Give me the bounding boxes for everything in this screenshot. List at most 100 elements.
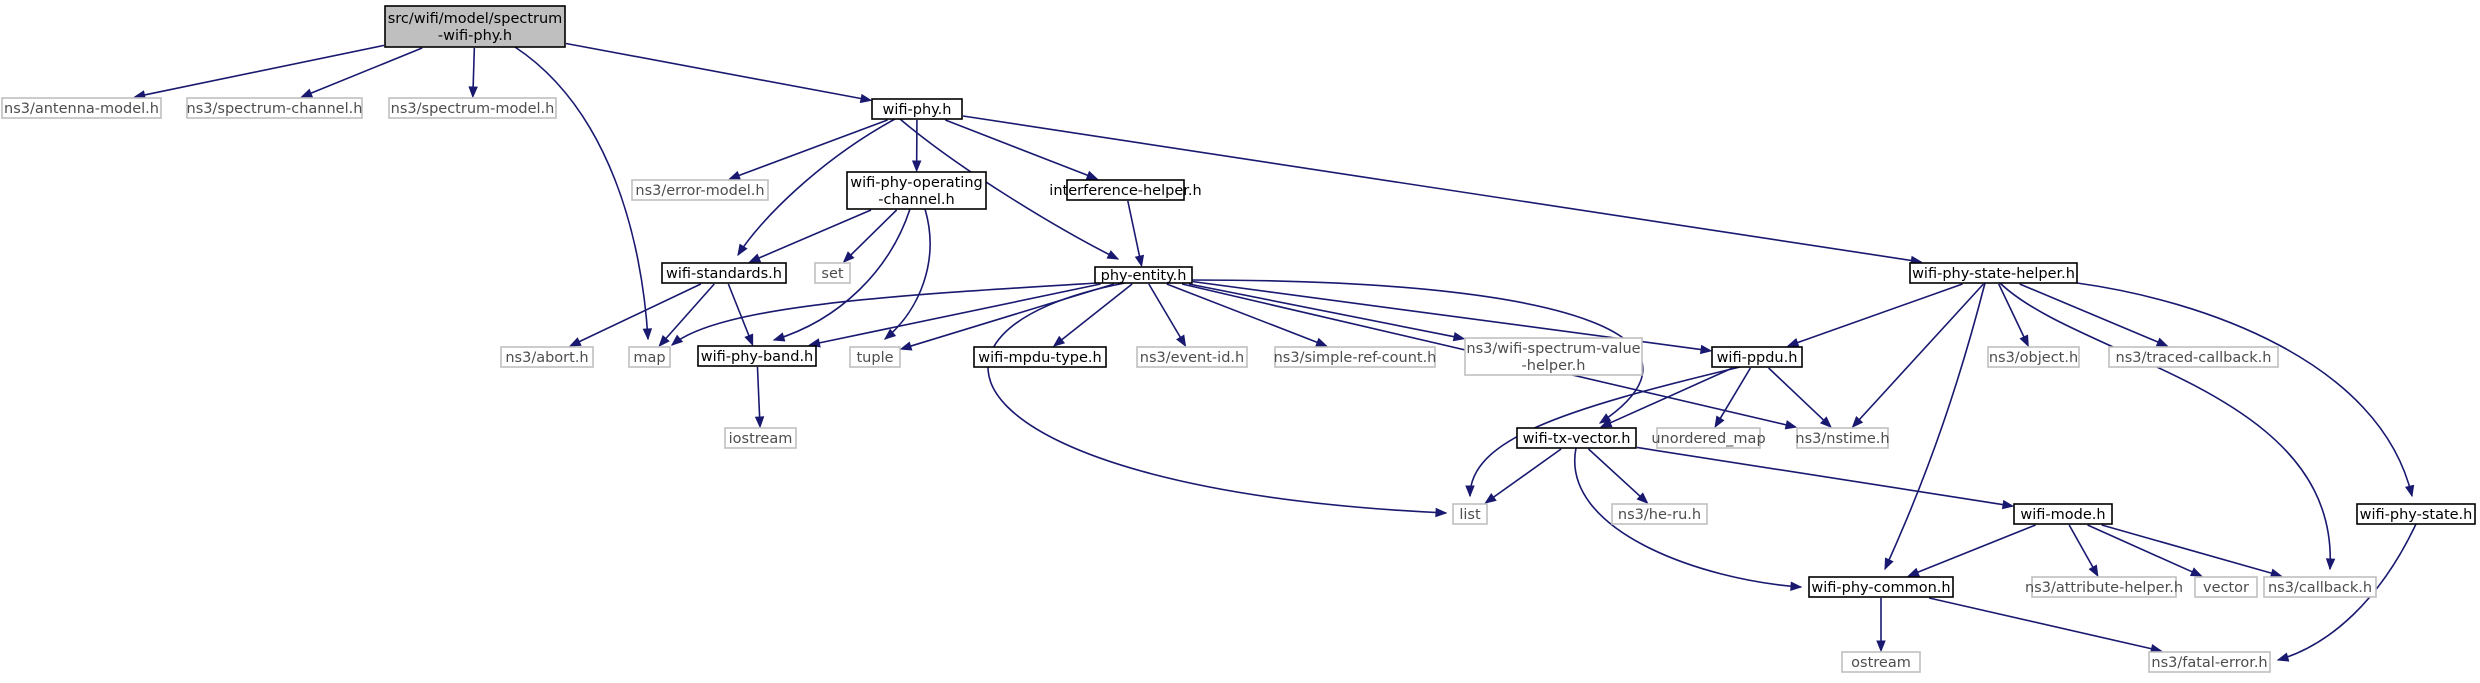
edge-arrowhead: [1134, 254, 1145, 268]
node-label: wifi-phy-band.h: [701, 349, 814, 365]
node-label: map: [633, 350, 665, 366]
edge-line: [2087, 524, 2194, 574]
node-label: src/wifi/model/spectrum: [388, 11, 563, 27]
node-mpduType[interactable]: wifi-mpdu-type.h: [973, 346, 1107, 368]
node-abort: ns3/abort.h: [500, 346, 594, 368]
edge-arrowhead: [1714, 415, 1725, 429]
node-box: [697, 345, 817, 367]
edge-line: [664, 283, 715, 340]
edge-line: [962, 115, 1913, 262]
node-label: ns3/nstime.h: [1795, 431, 1889, 447]
node-label: -channel.h: [878, 192, 954, 208]
node-box: [724, 427, 797, 449]
node-spectrumChannel: ns3/spectrum-channel.h: [186, 97, 363, 119]
node-label: iostream: [729, 431, 793, 447]
node-label: ns3/attribute-helper.h: [2025, 580, 2183, 596]
node-box: [1611, 503, 1708, 525]
edge-line: [737, 118, 896, 256]
edge-phyEntity-to-spectrumValue: [1188, 283, 1466, 342]
edge-line: [309, 47, 423, 95]
edge-line: [1636, 446, 2005, 506]
node-wifiMode[interactable]: wifi-mode.h: [2013, 503, 2113, 525]
node-label: -helper.h: [1522, 358, 1586, 374]
node-spectrumValue: ns3/wifi-spectrum-value-helper.h: [1464, 337, 1643, 376]
node-label: ns3/error-model.h: [635, 183, 764, 199]
edge-line: [2068, 524, 2095, 569]
node-label: phy-entity.h: [1101, 268, 1187, 284]
edge-opChannel-to-tuple: [883, 208, 931, 340]
node-opChannel[interactable]: wifi-phy-operating-channel.h: [846, 171, 987, 210]
node-label: ns3/simple-ref-count.h: [1274, 350, 1437, 366]
edge-line: [884, 208, 931, 340]
node-antenna: ns3/antenna-model.h: [1, 97, 162, 119]
node-box: [186, 97, 363, 119]
node-label: wifi-mode.h: [2020, 507, 2105, 523]
node-label: wifi-mpdu-type.h: [978, 350, 1101, 366]
edge-arrowhead: [1085, 170, 1099, 180]
edge-wifiPhy-to-opChannel: [911, 119, 922, 173]
edge-arrowhead: [2325, 558, 2336, 571]
node-label: list: [1459, 507, 1481, 523]
node-root[interactable]: src/wifi/model/spectrum-wifi-phy.h: [384, 5, 566, 48]
nodes-layer: src/wifi/model/spectrum-wifi-phy.h ns3/an…: [1, 5, 2476, 673]
node-label: tuple: [856, 350, 893, 366]
node-box: [1711, 346, 1803, 368]
node-phyEntity[interactable]: phy-entity.h: [1094, 266, 1193, 284]
edge-line: [1796, 283, 1963, 344]
edge-stateHelper-to-nstime: [1851, 283, 1985, 428]
node-phyCommon[interactable]: wifi-phy-common.h: [1808, 576, 1954, 598]
node-list: list: [1452, 503, 1488, 525]
node-box: [1841, 651, 1921, 673]
node-interference[interactable]: interference-helper.h: [1049, 179, 1202, 201]
edge-line: [1884, 282, 1986, 570]
edge-stateHelper-to-object: [1998, 283, 2029, 348]
edge-arrowhead: [748, 253, 762, 263]
node-ostream: ostream: [1841, 651, 1921, 673]
edge-phyEntity-to-phyBand: [808, 283, 1101, 348]
edge-arrowhead: [2155, 337, 2169, 347]
node-vector: vector: [2194, 576, 2258, 598]
node-heRu: ns3/he-ru.h: [1611, 503, 1708, 525]
node-box: [1274, 346, 1436, 368]
node-ppdu[interactable]: wifi-ppdu.h: [1711, 346, 1803, 368]
edge-arrowhead: [772, 332, 786, 342]
edge-line: [1719, 367, 1752, 420]
edge-arrowhead: [883, 328, 897, 340]
edge-opChannel-to-standards: [748, 209, 872, 263]
node-txVector[interactable]: wifi-tx-vector.h: [1516, 427, 1637, 449]
edge-line: [472, 47, 476, 89]
edge-arrowhead: [744, 333, 754, 347]
edge-arrowhead: [1699, 344, 1713, 355]
node-phyState[interactable]: wifi-phy-state.h: [2356, 503, 2476, 525]
node-box: [631, 179, 769, 201]
edge-arrowhead: [1907, 567, 1920, 577]
node-label: wifi-tx-vector.h: [1523, 431, 1631, 447]
node-box: [1796, 427, 1889, 449]
edge-arrowhead: [300, 88, 314, 98]
edge-wifiMode-to-phyCommon: [1907, 524, 2036, 577]
edge-line: [1998, 283, 2026, 339]
node-label: ns3/event-id.h: [1140, 350, 1244, 366]
node-label: ns3/spectrum-channel.h: [187, 101, 363, 117]
edge-phyEntity-to-eventId: [1148, 283, 1187, 348]
node-phyBand[interactable]: wifi-phy-band.h: [697, 345, 817, 367]
edge-line: [514, 46, 649, 340]
node-fatalError: ns3/fatal-error.h: [2148, 651, 2271, 673]
node-standards[interactable]: wifi-standards.h: [661, 262, 787, 284]
edge-line: [737, 119, 888, 177]
node-wifiPhy[interactable]: wifi-phy.h: [871, 98, 963, 120]
node-tuple: tuple: [849, 346, 901, 368]
node-set: set: [814, 262, 851, 284]
node-stateHelper[interactable]: wifi-phy-state-helper.h: [1909, 262, 2078, 284]
edge-standards-to-phyBand: [727, 283, 754, 347]
edge-line: [987, 282, 1447, 514]
edge-wifiMode-to-callback: [2101, 524, 2283, 578]
edge-arrowhead: [1851, 416, 1864, 428]
node-label: -wifi-phy.h: [438, 28, 512, 44]
edge-line: [2076, 282, 2413, 497]
edge-arrowhead: [1315, 337, 1328, 347]
edge-line: [1608, 367, 1733, 425]
edge-stateHelper-to-tracedCb: [2019, 283, 2169, 347]
edge-wifiPhy-to-phyEntity: [899, 118, 1120, 260]
edge-stateHelper-to-phyCommon: [1884, 282, 1986, 571]
